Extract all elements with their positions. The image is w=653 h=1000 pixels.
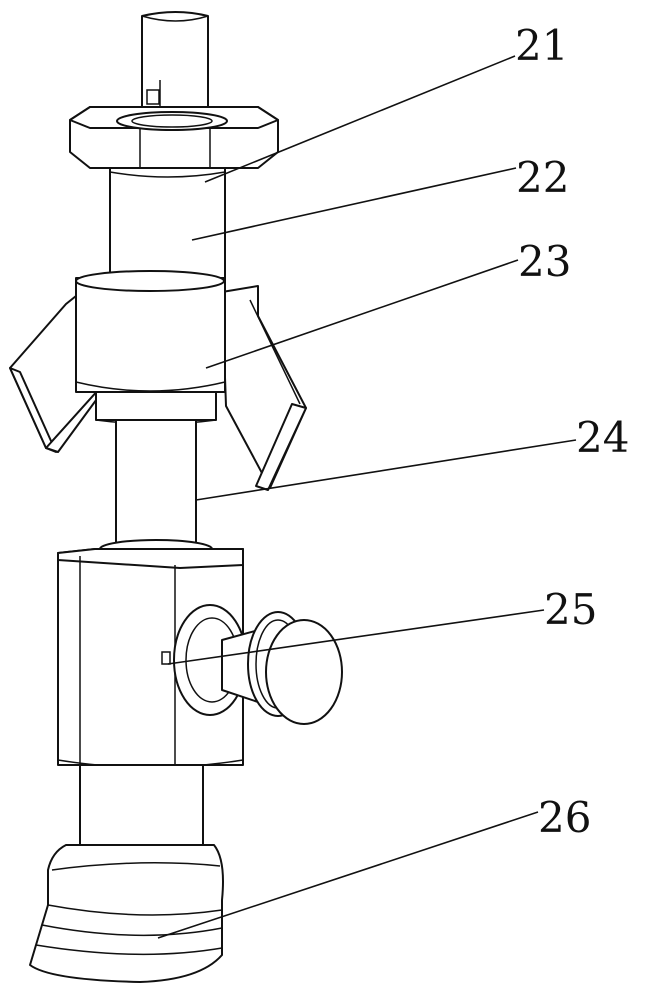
side-port-knob bbox=[162, 605, 342, 724]
suction-cup bbox=[30, 845, 223, 982]
top-shaft bbox=[142, 12, 208, 118]
upper-sleeve bbox=[110, 168, 225, 284]
middle-rod bbox=[100, 420, 212, 558]
label-26: 26 bbox=[538, 793, 591, 842]
lower-stem bbox=[80, 765, 203, 845]
label-25: 25 bbox=[544, 585, 597, 634]
right-gripper-jaw bbox=[222, 286, 306, 490]
gripper-collar bbox=[76, 271, 225, 424]
leader-22 bbox=[192, 168, 516, 240]
label-24: 24 bbox=[576, 413, 629, 462]
hex-nut bbox=[70, 107, 278, 168]
reference-labels: 21 22 23 24 25 26 bbox=[515, 21, 629, 842]
label-22: 22 bbox=[516, 153, 569, 202]
label-23: 23 bbox=[518, 237, 571, 286]
label-21: 21 bbox=[515, 21, 568, 70]
